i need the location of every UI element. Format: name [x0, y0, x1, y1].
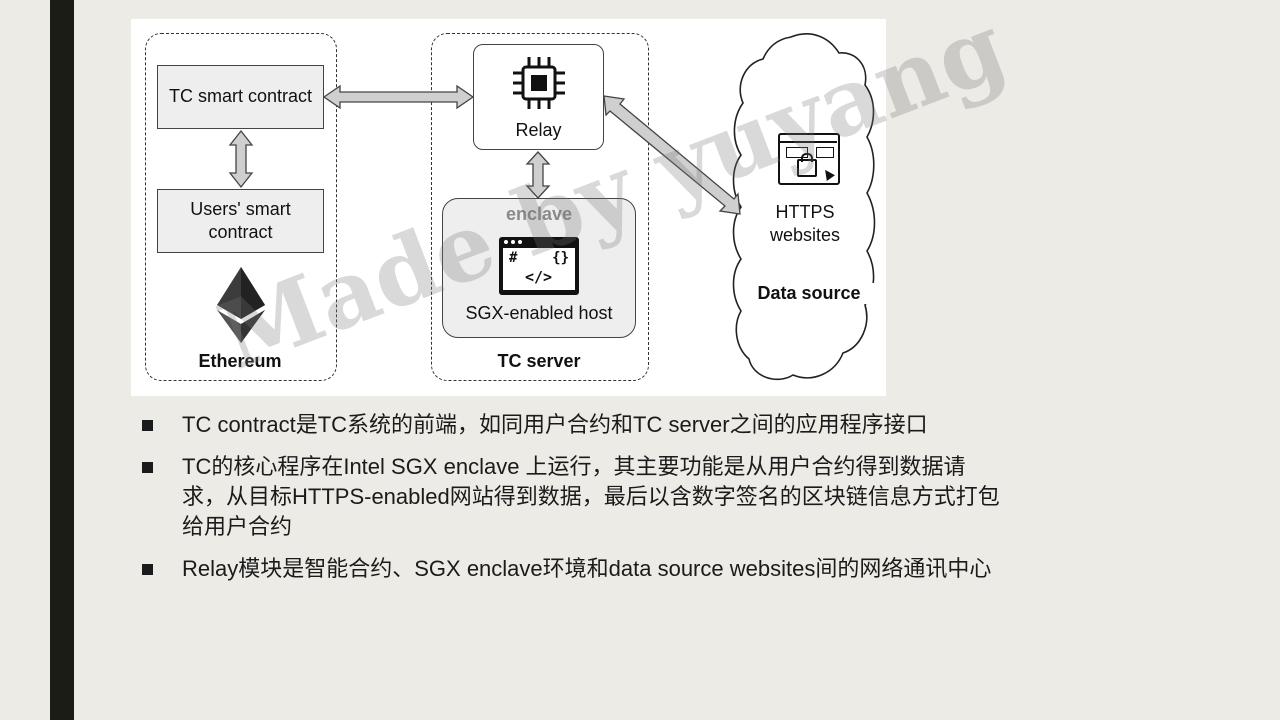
square-bullet-icon	[142, 564, 153, 575]
arrow-contract-relay	[322, 84, 475, 110]
architecture-diagram: TC smart contract Users' smart contract …	[131, 19, 886, 396]
bullet-item: Relay模块是智能合约、SGX enclave环境和data source w…	[140, 554, 1000, 584]
ethereum-logo-icon	[217, 267, 265, 343]
square-bullet-icon	[142, 420, 153, 431]
chip-icon	[513, 57, 565, 109]
lock-icon	[797, 159, 817, 177]
code-tag-text: </>	[525, 268, 553, 286]
users-smart-contract-box: Users' smart contract	[157, 189, 324, 253]
enclave-label: enclave	[505, 204, 573, 224]
relay-label: Relay	[515, 120, 562, 140]
tc-smart-contract-label: TC smart contract	[168, 86, 313, 107]
secure-website-icon	[778, 133, 840, 185]
ethereum-region	[145, 33, 337, 381]
arrow-relay-datasource	[603, 95, 741, 215]
bullet-list: TC contract是TC系统的前端，如同用户合约和TC server之间的应…	[140, 410, 1000, 596]
bullet-item: TC contract是TC系统的前端，如同用户合约和TC server之间的应…	[140, 410, 1000, 440]
tc-server-label: TC server	[497, 351, 581, 371]
code-braces-text: {}	[552, 250, 569, 266]
users-smart-contract-label: Users' smart contract	[190, 198, 291, 242]
square-bullet-icon	[142, 462, 153, 473]
tc-smart-contract-box: TC smart contract	[157, 65, 324, 129]
bullet-item: TC的核心程序在Intel SGX enclave 上运行，其主要功能是从用户合…	[140, 452, 1000, 542]
left-accent-bar	[50, 0, 74, 720]
data-source-label: Data source	[741, 283, 877, 304]
arrow-contract-users	[228, 129, 254, 189]
https-websites-label: HTTPS websites	[769, 202, 841, 246]
connector-arrows	[228, 84, 741, 215]
bullet-text: TC contract是TC系统的前端，如同用户合约和TC server之间的应…	[182, 412, 928, 437]
arrow-relay-enclave	[525, 151, 551, 199]
code-hash-text: #	[509, 250, 518, 266]
code-window-icon: # {} </>	[499, 237, 579, 295]
bullet-text: TC的核心程序在Intel SGX enclave 上运行，其主要功能是从用户合…	[182, 454, 1000, 539]
ethereum-label: Ethereum	[198, 351, 282, 371]
enclave-box: enclave # {} </> SGX-enabled host	[442, 198, 636, 338]
sgx-host-label: SGX-enabled host	[465, 303, 613, 323]
tc-server-region	[431, 33, 649, 381]
bullet-text: Relay模块是智能合约、SGX enclave环境和data source w…	[182, 556, 992, 581]
